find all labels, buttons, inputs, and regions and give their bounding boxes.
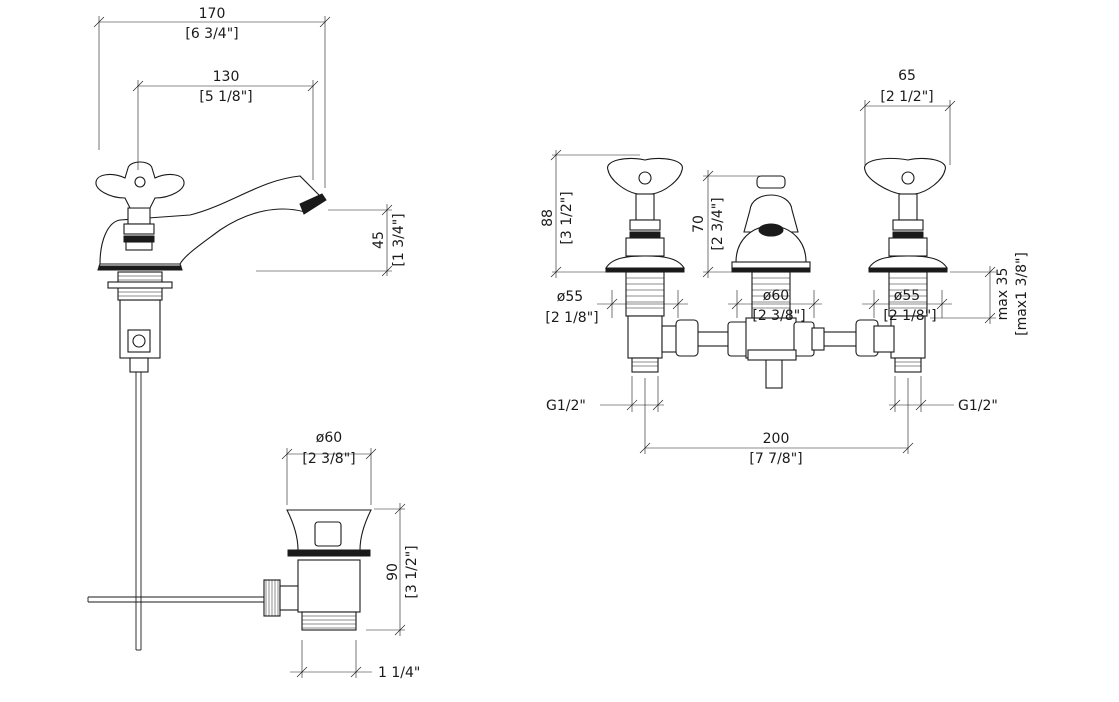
front-right-valve: [864, 157, 948, 373]
waste-dimension-lines: [281, 448, 406, 678]
valve-height-mm: 88: [540, 209, 556, 227]
waste-flange: [287, 549, 371, 557]
valve-height-in: [3 1/2"]: [559, 191, 575, 244]
centers-in: [7 7/8"]: [749, 451, 802, 467]
left-flange-in: [2 1/8"]: [545, 310, 598, 326]
side-reach-in: [5 1/8"]: [199, 89, 252, 105]
waste-assembly: [87, 509, 372, 631]
side-spout-height-mm: 45: [371, 231, 387, 249]
side-dimension-lines: [93, 16, 393, 277]
deck-thickness-mm: max 35: [995, 268, 1011, 321]
spout-height-mm: 70: [691, 215, 707, 233]
center-flange-in: [2 3/8"]: [752, 308, 805, 324]
aerator: [299, 193, 327, 215]
left-flange-mm: ø55: [557, 289, 583, 305]
center-flange-mm: ø60: [763, 288, 789, 304]
waste-dia-mm: ø60: [316, 430, 342, 446]
manifold: [661, 317, 895, 361]
waste-height-mm: 90: [385, 563, 401, 581]
side-spout-height-in: [1 3/4"]: [391, 213, 407, 266]
waste-dia-in: [2 3/8"]: [302, 451, 355, 467]
waste-thread: 1 1/4": [378, 665, 420, 681]
centers-mm: 200: [763, 431, 790, 447]
waste-body: [297, 559, 361, 613]
spout: [99, 175, 321, 265]
front-center-spout: [731, 175, 811, 389]
side-reach-mm: 130: [213, 69, 240, 85]
right-flange-in: [2 1/8"]: [883, 308, 936, 324]
side-overall-mm: 170: [199, 6, 226, 22]
deck-thickness-in: [max1 3/8"]: [1014, 252, 1030, 336]
spout-height-in: [2 3/4"]: [710, 197, 726, 250]
waste-height-in: [3 1/2"]: [404, 545, 420, 598]
side-view-faucet: [95, 161, 327, 651]
right-inlet: G1/2": [958, 398, 998, 414]
right-flange-mm: ø55: [894, 288, 920, 304]
left-inlet: G1/2": [546, 398, 586, 414]
handle-width-mm: 65: [898, 68, 916, 84]
front-left-valve: [605, 157, 685, 373]
handle-width-in: [2 1/2"]: [880, 89, 933, 105]
front-dimension-lines: [550, 100, 996, 454]
side-overall-in: [6 3/4"]: [185, 26, 238, 42]
